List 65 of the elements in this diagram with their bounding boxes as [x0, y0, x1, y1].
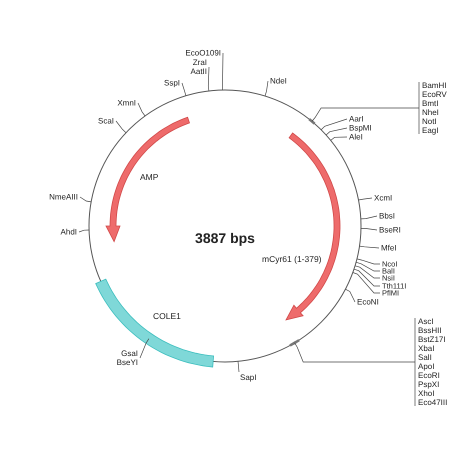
leader-line — [222, 52, 224, 90]
restriction-site-label: EagI — [422, 126, 440, 135]
restriction-site-label: EcoRV — [422, 90, 447, 99]
restriction-site-label: AleI — [349, 132, 363, 142]
restriction-site-label: XbaI — [418, 344, 436, 353]
restriction-site-label: EcoRI — [418, 371, 441, 380]
leader-line — [138, 102, 146, 116]
leader-line — [294, 318, 416, 406]
restriction-site-label: AarI — [349, 114, 364, 124]
restriction-site-label: PspXI — [418, 380, 440, 389]
leader-line — [116, 120, 126, 134]
plasmid-size-label: 3887 bps — [195, 230, 255, 246]
restriction-site-label: ZraI — [192, 58, 207, 67]
feature-label: mCyr61 (1-379) — [262, 254, 322, 264]
leader-line — [78, 230, 90, 232]
leader-line — [320, 118, 348, 130]
restriction-site-label: SalI — [418, 353, 433, 362]
feature-label: AMP — [140, 172, 158, 182]
leader-line — [360, 216, 378, 220]
restriction-site-label: MfeI — [381, 244, 397, 252]
restriction-site-label: GsaI — [121, 349, 138, 358]
restriction-site-label: EcoO109I — [185, 48, 221, 58]
restriction-site-label: NmeAIII — [49, 192, 78, 202]
leader-line — [312, 82, 420, 134]
leader-line — [208, 66, 210, 92]
leader-line — [345, 288, 356, 302]
restriction-site-label: SapI — [240, 373, 256, 382]
feature-label: COLE1 — [153, 311, 181, 321]
leader-line — [80, 196, 92, 202]
restriction-site-label: BseRI — [379, 226, 401, 234]
leader-line — [238, 361, 240, 372]
restriction-site-label: EcoNI — [357, 298, 379, 306]
restriction-site-label: BstZ17I — [418, 335, 447, 344]
leader-line — [326, 128, 348, 136]
restriction-site-label: XhoI — [418, 389, 436, 398]
restriction-site-label: BseYI — [116, 358, 138, 367]
leader-line — [140, 338, 150, 358]
restriction-site-label: BamHI — [422, 81, 447, 90]
restriction-site-label: AatII — [190, 67, 207, 76]
leader-line — [182, 82, 186, 96]
restriction-site-label: BbsI — [379, 212, 396, 220]
restriction-site-label: Eco47III — [418, 398, 448, 407]
restriction-site-label: SspI — [164, 78, 180, 88]
leader-line — [359, 246, 380, 248]
restriction-site-label: XcmI — [374, 194, 392, 202]
restriction-site-label: BssHII — [418, 326, 443, 335]
leader-line — [360, 228, 378, 230]
restriction-site-label: ApoI — [418, 362, 436, 371]
restriction-site-label: AhdI — [60, 228, 77, 236]
leader-line — [330, 136, 348, 141]
leader-line — [354, 268, 380, 286]
restriction-site-label: NheI — [422, 108, 440, 117]
leader-line — [264, 80, 268, 96]
restriction-site-label: XmnI — [117, 98, 136, 108]
leader-line — [354, 265, 380, 278]
restriction-site-label: NotI — [422, 117, 438, 126]
restriction-site-label: BmtI — [422, 99, 440, 108]
restriction-site-label: BspMI — [349, 124, 372, 132]
restriction-site-label: NdeI — [270, 76, 287, 86]
restriction-site-label: AscI — [418, 317, 435, 326]
restriction-site-label: ScaI — [98, 116, 114, 126]
leader-line — [356, 258, 380, 264]
leader-line — [352, 272, 380, 294]
leader-line — [356, 262, 380, 272]
leader-line — [358, 198, 372, 200]
